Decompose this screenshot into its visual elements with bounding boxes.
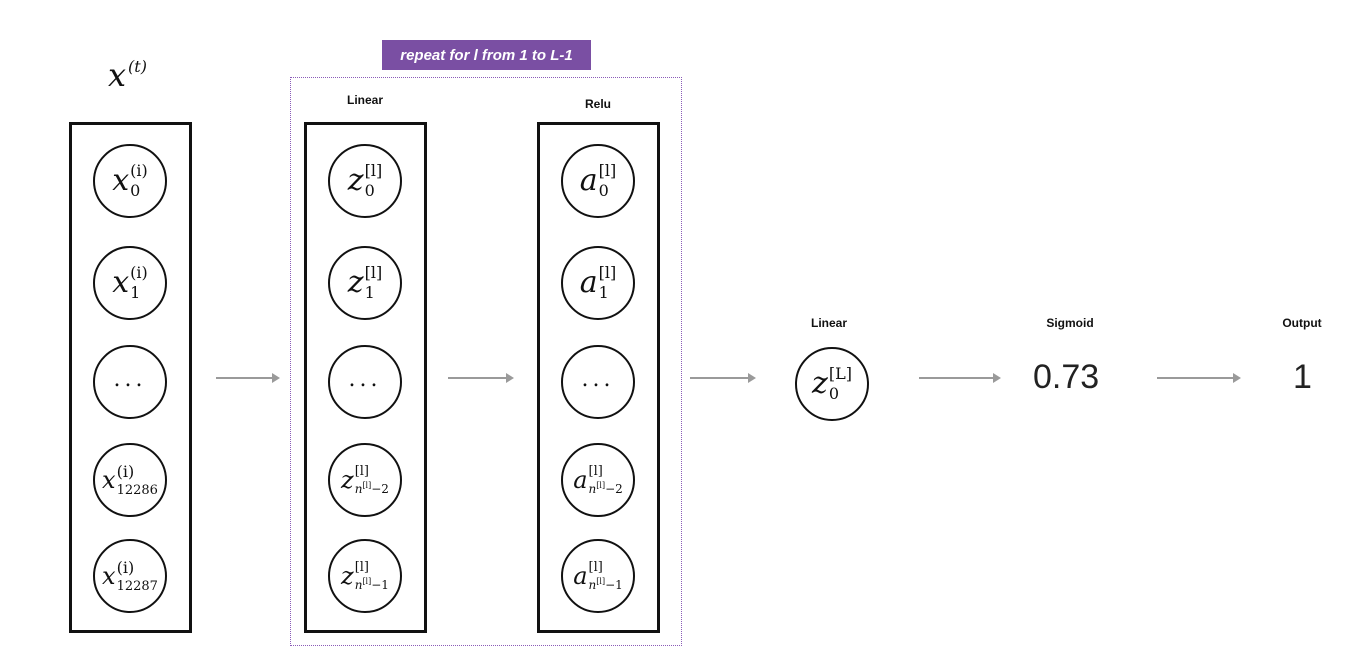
input-node-ellipsis: ... (93, 345, 167, 419)
linear-node-ellipsis: ... (328, 345, 402, 419)
repeat-label: repeat for l from 1 to L-1 (382, 40, 591, 70)
sigmoid-title: Sigmoid (1046, 316, 1094, 330)
arrow-relu-to-final-linear (690, 373, 756, 383)
relu-node-0: a[l]0 (561, 144, 635, 218)
input-node-0: x(i)0 (93, 144, 167, 218)
output-value: 1 (1293, 358, 1312, 396)
arrow-final-linear-to-sigmoid (919, 373, 1001, 383)
relu-title: Relu (584, 97, 611, 111)
relu-node-ellipsis: ... (561, 345, 635, 419)
final-linear-node: z[L]0 (795, 347, 869, 421)
sigmoid-value: 0.73 (1033, 358, 1100, 396)
linear-node-1: z[l]1 (328, 246, 402, 320)
input-layer-box (69, 122, 192, 633)
linear-node-n-1: z[l]n[l]−1 (328, 539, 402, 613)
relu-layer-box (537, 122, 660, 633)
relu-node-n-1: a[l]n[l]−1 (561, 539, 635, 613)
linear-node-0: z[l]0 (328, 144, 402, 218)
arrow-sigmoid-to-output (1157, 373, 1241, 383)
arrow-linear-to-relu (448, 373, 514, 383)
linear-title: Linear (346, 93, 383, 107)
relu-node-1: a[l]1 (561, 246, 635, 320)
final-linear-title: Linear (810, 316, 847, 330)
relu-node-n-2: a[l]n[l]−2 (561, 443, 635, 517)
linear-layer-box (304, 122, 427, 633)
input-node-1: x(i)1 (93, 246, 167, 320)
arrow-input-to-linear (216, 373, 280, 383)
repeat-region (290, 77, 682, 646)
input-node-12286: x(i)12286 (93, 443, 167, 517)
output-title: Output (1282, 316, 1322, 330)
linear-node-n-2: z[l]n[l]−2 (328, 443, 402, 517)
input-vector-label: x(t) (108, 56, 147, 94)
input-node-12287: x(i)12287 (93, 539, 167, 613)
